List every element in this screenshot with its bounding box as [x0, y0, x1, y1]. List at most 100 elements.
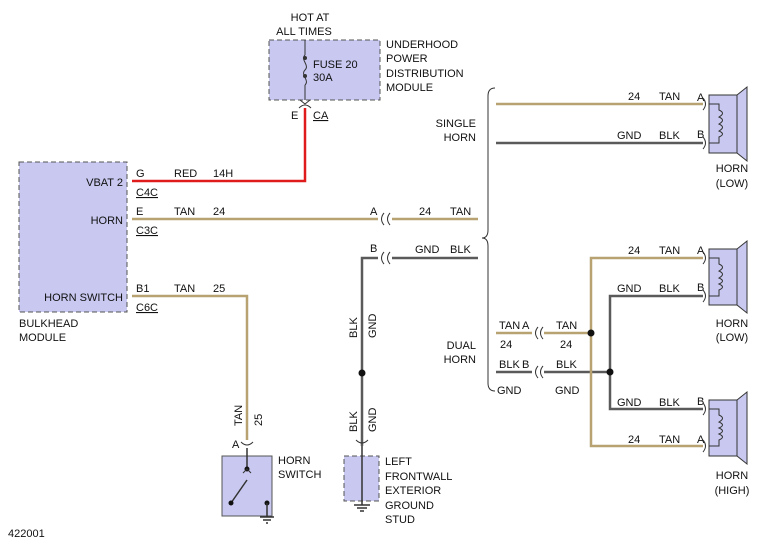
ground-name-3: EXTERIOR	[385, 485, 441, 497]
dual-splice-gnd-right-label: GND	[555, 385, 580, 397]
dual-high-b-color: BLK	[659, 397, 680, 409]
bulkhead-pin-label-horn: HORN	[91, 215, 123, 227]
figure-id: 422001	[8, 528, 45, 540]
dual-splice-tan-circuit-left: 24	[500, 339, 512, 351]
connector-a-symbol	[381, 212, 391, 226]
horn-low-dual-icon	[702, 239, 748, 315]
dual-low-pin-a: A	[697, 245, 705, 257]
single-horn-pin-b: B	[697, 129, 704, 141]
dual-low-b-color: BLK	[659, 283, 680, 295]
bulkhead-name-1: BULKHEAD	[19, 318, 78, 330]
dual-splice-blk-right-label: BLK	[556, 359, 577, 371]
underhood-name-4: MODULE	[386, 82, 433, 94]
switch-symbol	[228, 448, 270, 517]
dual-low-b-circuit: GND	[617, 283, 642, 295]
red-wire-circuit: 14H	[213, 168, 233, 180]
ground-wire-color-upper: BLK	[348, 317, 360, 338]
connector-a-color: TAN	[450, 206, 471, 218]
horn-switch-name-2: SWITCH	[278, 469, 321, 481]
bulkhead-pin-vbat: G	[136, 168, 145, 180]
dual-tan-trunk	[589, 256, 703, 448]
dual-high-pin-a: A	[697, 434, 705, 446]
variant-brace	[481, 87, 496, 392]
bulkhead-name-2: MODULE	[19, 332, 66, 344]
single-horn-b-circuit: GND	[617, 130, 642, 142]
connector-b-color: BLK	[450, 244, 471, 256]
bulkhead-pin-label-vbat: VBAT 2	[86, 177, 123, 189]
fuse-symbol	[299, 40, 311, 105]
single-horn-name: HORN	[716, 163, 748, 175]
single-horn-type: (LOW)	[716, 178, 748, 190]
horn-switch-wire-color: TAN	[174, 283, 195, 295]
bulkhead-pin-horn: E	[136, 206, 143, 218]
dual-high-horn-type: (HIGH)	[715, 485, 750, 497]
horn-switch-pin: A	[232, 439, 240, 451]
underhood-name-2: POWER	[386, 53, 428, 65]
underhood-name-1: UNDERHOOD	[386, 39, 458, 51]
dual-splice-a-symbol	[535, 326, 544, 340]
fuse-label: FUSE 20	[313, 59, 358, 71]
ground-connector-symbol	[355, 439, 369, 444]
ground-name-5: STUD	[385, 514, 415, 526]
dual-low-pin-b: B	[697, 282, 704, 294]
ground-splice-dot	[358, 369, 366, 377]
single-horn-a-circuit: 24	[628, 91, 640, 103]
fuse-connector: CA	[313, 110, 329, 122]
ground-wire-color-lower: BLK	[348, 411, 360, 432]
dual-blk-splice-dot	[606, 368, 614, 376]
dual-tan-splice-dot	[587, 329, 595, 337]
dual-low-horn-name: HORN	[716, 318, 748, 330]
horn-switch-connector-symbol	[240, 441, 254, 446]
dual-splice-tan-left-label: TAN	[499, 320, 520, 332]
ground-name-4: GROUND	[385, 500, 434, 512]
single-horn-a-color: TAN	[659, 91, 680, 103]
horn-switch-wire-circuit-vertical: 25	[253, 414, 265, 426]
horn-wire-circuit: 24	[213, 206, 225, 218]
dual-high-horn-name: HORN	[716, 470, 748, 482]
dual-splice-tan-right-label: TAN	[556, 320, 577, 332]
ground-wire-circuit-upper: GND	[367, 314, 379, 339]
dual-low-a-circuit: 24	[628, 245, 640, 257]
blk-ground-wire-left	[360, 256, 378, 446]
switch-ground-icon	[260, 516, 274, 524]
ground-name-2: FRONTWALL	[385, 471, 452, 483]
underhood-module-box	[268, 39, 381, 101]
horn-wire-color: TAN	[174, 206, 195, 218]
red-wire	[132, 108, 307, 183]
dual-splice-gnd-left-label: GND	[497, 385, 522, 397]
single-horn-pin-a: A	[697, 92, 705, 104]
horn-switch-wire-circuit: 25	[213, 283, 225, 295]
dual-splice-b-symbol	[535, 365, 544, 379]
dual-blk-trunk	[608, 294, 703, 411]
fuse-rating: 30A	[313, 72, 333, 84]
dual-splice-a-pin: A	[522, 320, 530, 332]
dual-high-a-circuit: 24	[628, 434, 640, 446]
connector-b-circuit: GND	[415, 244, 440, 256]
single-horn-label-2: HORN	[444, 132, 476, 144]
connector-a-pin: A	[370, 206, 378, 218]
dual-low-horn-type: (LOW)	[716, 332, 748, 344]
dual-splice-blk-left-label: BLK	[499, 359, 520, 371]
connector-b-pin: B	[370, 243, 377, 255]
horn-switch-name-1: HORN	[278, 455, 310, 467]
dual-splice-b-pin: B	[522, 359, 529, 371]
underhood-name-3: DISTRIBUTION	[386, 68, 464, 80]
connector-a-circuit: 24	[419, 206, 431, 218]
ground-wire-circuit-lower: GND	[367, 408, 379, 433]
red-wire-color: RED	[174, 168, 197, 180]
dual-low-a-color: TAN	[659, 245, 680, 257]
dual-high-pin-b: B	[697, 396, 704, 408]
bulkhead-connector-horn-switch: C6C	[136, 302, 158, 314]
dual-high-b-circuit: GND	[617, 397, 642, 409]
all-times-label: ALL TIMES	[276, 26, 332, 38]
single-horn-b-color: BLK	[659, 130, 680, 142]
ground-name-1: LEFT	[385, 456, 412, 468]
dual-high-a-color: TAN	[659, 434, 680, 446]
horn-switch-wire-color-vertical: TAN	[233, 405, 245, 426]
bulkhead-connector-vbat: C4C	[136, 187, 158, 199]
bulkhead-pin-label-horn-switch: HORN SWITCH	[44, 292, 123, 304]
hot-at-label: HOT AT	[291, 12, 330, 24]
fuse-pin: E	[291, 110, 298, 122]
bulkhead-connector-horn: C3C	[136, 225, 158, 237]
